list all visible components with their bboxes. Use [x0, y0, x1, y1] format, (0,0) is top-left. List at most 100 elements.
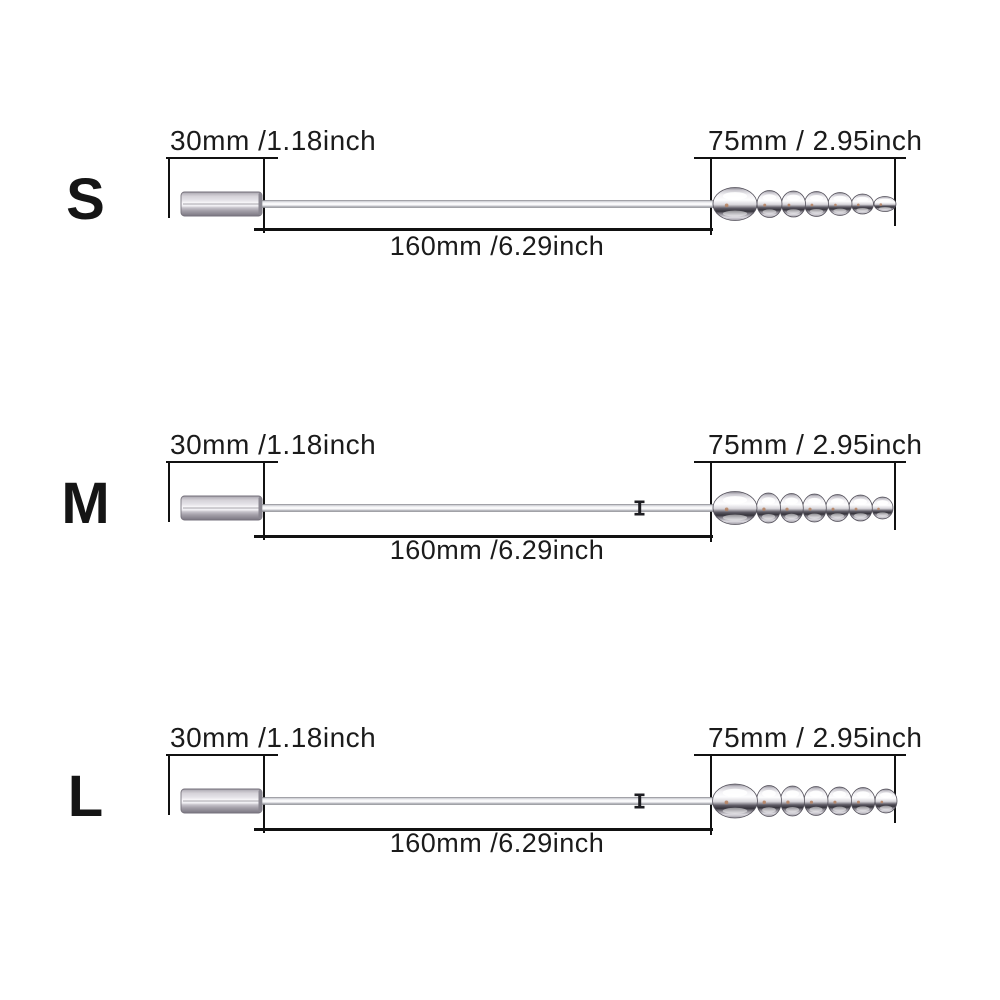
bead-lower-rim [762, 209, 777, 215]
bead-lower-rim [785, 807, 800, 813]
bead-highlight [722, 788, 748, 797]
extension-line [168, 461, 170, 522]
shaft-joint-marker [634, 500, 645, 516]
bead-lower-rim [809, 806, 823, 813]
product-image-m [180, 491, 894, 525]
bead-reflection [762, 800, 766, 804]
bead-lower-rim [856, 806, 870, 812]
bead-highlight [856, 196, 869, 202]
bead-highlight [833, 195, 847, 202]
bead-highlight [809, 790, 823, 798]
handle-end-cap [258, 193, 262, 215]
dimension-line-handle [166, 157, 278, 159]
bead-lower-rim [876, 512, 889, 517]
extension-line [168, 754, 170, 815]
bead-reflection [724, 507, 729, 512]
bead-reflection [879, 203, 883, 206]
bead-reflection [785, 507, 789, 511]
handle-dimension-label: 30mm /1.18inch [170, 722, 377, 753]
bead-lower-rim [722, 210, 748, 217]
shaft [261, 200, 714, 208]
bead-lower-rim [833, 208, 847, 213]
shaft-dimension-label: 160mm /6.29inch [389, 535, 605, 565]
size-label-s: S [66, 167, 106, 232]
product-image-s [180, 187, 897, 221]
bead-highlight [879, 792, 893, 799]
dimension-line-handle [166, 754, 278, 756]
extension-line [894, 157, 896, 226]
bead-lower-rim [785, 513, 798, 520]
bead-reflection [762, 507, 766, 511]
bead-highlight [786, 194, 801, 201]
joint-marker-stem [638, 793, 642, 809]
extension-line [263, 461, 265, 540]
handle-dimension-label: 30mm /1.18inch [170, 125, 377, 156]
bead-highlight [832, 790, 847, 798]
tip-dimension-label: 75mm / 2.95inch [708, 125, 923, 156]
bead-reflection [787, 203, 791, 207]
bead-highlight [856, 791, 870, 798]
bead-highlight [854, 498, 867, 505]
bead-lower-rim [808, 513, 821, 519]
bead-highlight [785, 497, 798, 505]
dimension-line-tip [694, 157, 906, 159]
bead-section [712, 491, 894, 525]
bead-reflection [831, 507, 835, 511]
bead-reflection [834, 203, 837, 207]
product-image-l [180, 783, 898, 819]
bead-lower-rim [831, 513, 844, 519]
handle-seam [183, 800, 261, 802]
bead-lower-rim [879, 805, 893, 811]
bead-highlight [831, 498, 844, 505]
shaft-dimension-label: 160mm /6.29inch [389, 828, 605, 858]
bead-lower-rim [786, 209, 801, 214]
bead-lower-rim [722, 807, 748, 814]
bead-reflection [833, 800, 837, 804]
size-label-l: L [67, 764, 105, 829]
tip-dimension-label: 75mm / 2.95inch [708, 429, 923, 460]
bead-reflection [877, 507, 880, 511]
extension-line [168, 157, 170, 218]
extension-line [710, 157, 712, 235]
bead-highlight [762, 194, 777, 201]
shaft [261, 797, 714, 805]
extension-line [894, 754, 896, 823]
bead-lower-rim [832, 806, 847, 812]
bead-reflection [880, 800, 884, 804]
dimension-line-tip [694, 461, 906, 463]
bead-lower-rim [854, 513, 867, 518]
bead-highlight [722, 496, 748, 505]
joint-marker-bottom [634, 512, 645, 516]
bead-highlight [785, 790, 800, 798]
bead-reflection [810, 203, 814, 207]
shaft [261, 504, 714, 512]
bead-lower-rim [722, 514, 748, 521]
handle-seam [183, 507, 261, 509]
bead-reflection [808, 507, 812, 511]
shaft-joint-marker [634, 793, 645, 809]
extension-line [710, 754, 712, 835]
dimension-line-tip [694, 754, 906, 756]
bead-highlight [762, 789, 776, 798]
bead-lower-rim [762, 807, 776, 813]
joint-marker-bottom [634, 805, 645, 809]
bead-highlight [761, 497, 776, 505]
bead-reflection [763, 203, 767, 207]
bead-highlight [808, 497, 821, 505]
extension-line [263, 157, 265, 233]
bead-lower-rim [761, 514, 776, 520]
bead-reflection [857, 203, 860, 207]
bead-reflection [809, 800, 814, 804]
handle-end-cap [258, 790, 262, 812]
bead-highlight [809, 195, 824, 201]
bead-reflection [724, 203, 729, 208]
handle-seam [183, 203, 261, 205]
extension-line [263, 754, 265, 833]
size-label-m: M [61, 471, 111, 536]
bead-highlight [876, 500, 889, 506]
bead-highlight [878, 198, 892, 203]
bead-reflection [724, 800, 729, 805]
dimension-line-shaft [254, 535, 713, 538]
bead-reflection [786, 800, 790, 804]
handle-dimension-label: 30mm /1.18inch [170, 429, 377, 460]
